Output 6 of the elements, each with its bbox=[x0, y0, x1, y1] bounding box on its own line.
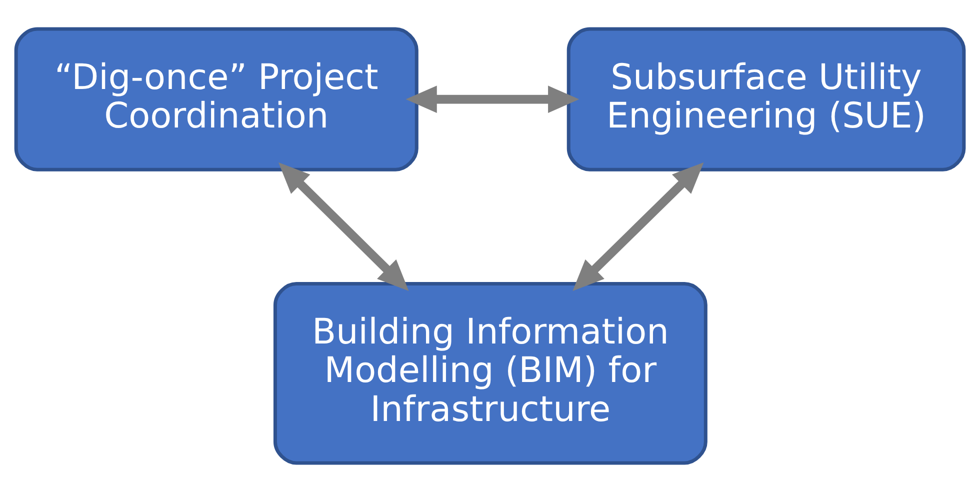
arrow bbox=[572, 162, 704, 290]
arrow bbox=[278, 162, 409, 291]
node-box: Building Information Modelling (BIM) for Infrastructure bbox=[273, 282, 708, 464]
node-box: Subsurface Utility Engineering (SUE) bbox=[566, 26, 966, 171]
arrow bbox=[406, 85, 580, 112]
node-box: “Dig-once” Project Coordination bbox=[14, 26, 418, 171]
